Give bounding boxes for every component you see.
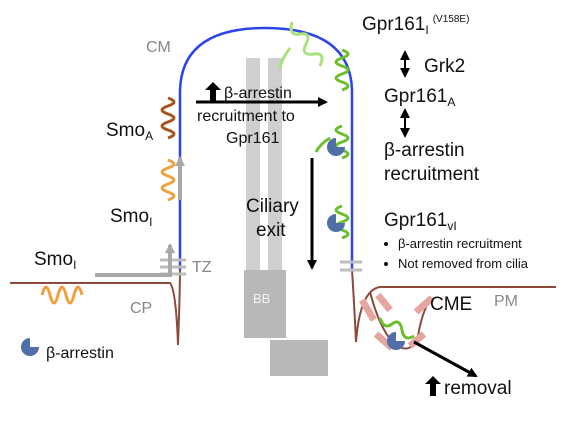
bullet-dot-2 <box>384 262 388 266</box>
arrestin-bound-1 <box>327 138 345 156</box>
gpr161-a-label: Gpr161A <box>384 86 455 109</box>
ciliary-membrane <box>178 26 354 270</box>
up-arrestin-line1: β-arrestin <box>224 85 292 102</box>
gpr161-vi-receptor <box>334 204 350 240</box>
plasma-membrane-left <box>10 269 181 346</box>
removal-arrow <box>413 340 478 378</box>
gpr161-arrestin-receptor <box>334 124 350 160</box>
ciliary-exit-line2: exit <box>256 220 286 241</box>
cm-label: CM <box>146 39 171 56</box>
gpr161-mutant-tail <box>278 47 292 69</box>
arrestin-cme <box>387 332 405 350</box>
cme-pit <box>369 291 431 350</box>
gpr161-active-receptor <box>334 48 350 92</box>
bullet-2: Not removed from cilia <box>398 256 529 271</box>
gpr161-vi-label: Gpr161vI <box>384 210 457 233</box>
basal-body: BB <box>244 58 328 376</box>
smo-active-cilia <box>160 96 176 140</box>
up-arrow-icon <box>205 82 221 102</box>
tz-label: TZ <box>192 259 212 276</box>
smo-i-cilia-label: SmoI <box>110 206 152 229</box>
bullet-dot-1 <box>384 242 388 246</box>
arrestin-recruit-line2: recruitment <box>384 164 480 185</box>
gpr161-cme-receptor <box>378 317 415 340</box>
cme-label: CME <box>430 294 472 315</box>
ciliary-exit-line1: Ciliary <box>246 196 299 217</box>
cp-label: CP <box>130 300 152 317</box>
removal-up-arrow-icon <box>425 376 441 396</box>
arrestin-bound-2 <box>327 214 345 232</box>
up-arrestin-line3: Gpr161 <box>226 130 279 147</box>
smo-i-free-label: SmoI <box>34 249 76 272</box>
arrestin-legend-label: β-arrestin <box>46 345 114 362</box>
smo-entry-arrow <box>95 243 175 277</box>
plasma-membrane-right <box>351 269 556 343</box>
gpr161-mutant-receptor <box>289 21 324 67</box>
bb-label: BB <box>253 291 270 306</box>
bullet-1: β-arrestin recruitment <box>398 236 522 251</box>
removal-label: removal <box>444 378 512 399</box>
smo-inactive-plasma-membrane <box>40 285 84 305</box>
arrestin-legend-icon <box>21 338 39 356</box>
gpr161-mutant-label: Gpr161I(V158E) <box>362 14 469 37</box>
smo-inactive-cilia <box>160 158 176 202</box>
gpr161-arrestin-tail <box>314 136 331 153</box>
arrestin-recruit-line1: β-arrestin <box>384 140 465 161</box>
grk2-label: Grk2 <box>424 56 465 77</box>
pm-label: PM <box>494 293 518 310</box>
transition-zone <box>160 258 362 276</box>
up-arrestin-line2: recruitment to <box>197 108 295 125</box>
smo-a-label: SmoA <box>106 120 153 143</box>
